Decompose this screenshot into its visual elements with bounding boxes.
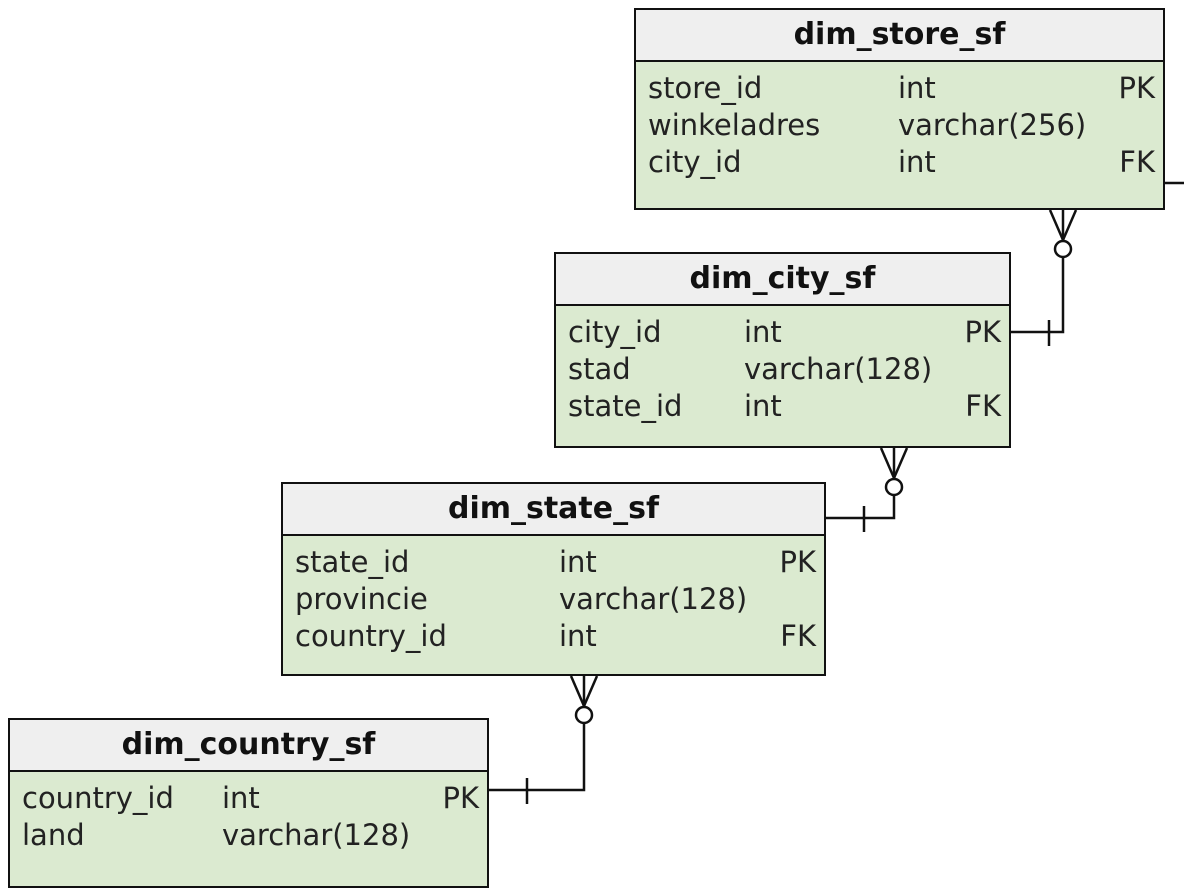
column-key: FK (965, 389, 1001, 423)
entity-title: dim_country_sf (10, 720, 487, 772)
column-type: int (744, 315, 782, 349)
column-type: int (898, 145, 936, 179)
column-name: land (22, 818, 85, 852)
entity-dim-city-sf: dim_city_sf city_id int PK stad varchar(… (554, 252, 1011, 448)
entity-dim-country-sf: dim_country_sf country_id int PK land va… (8, 718, 489, 888)
entity-columns: city_id int PK stad varchar(128) state_i… (556, 306, 1009, 425)
column-name: stad (568, 352, 631, 386)
entity-title: dim_store_sf (636, 10, 1163, 62)
column-key: PK (442, 781, 479, 815)
column-row: country_id int PK (10, 780, 487, 817)
entity-title: dim_state_sf (283, 484, 824, 536)
entity-dim-state-sf: dim_state_sf state_id int PK provincie v… (281, 482, 826, 676)
relationship-city-state (826, 447, 909, 532)
column-key: FK (780, 619, 816, 653)
entity-columns: country_id int PK land varchar(128) (10, 772, 487, 854)
column-key: FK (1119, 145, 1155, 179)
entity-columns: state_id int PK provincie varchar(128) c… (283, 536, 824, 655)
column-name: winkeladres (648, 108, 821, 142)
column-row: state_id int FK (556, 388, 1009, 425)
column-type: varchar(128) (222, 818, 411, 852)
relationship-state-country (489, 675, 599, 804)
column-name: country_id (295, 619, 447, 653)
column-type: int (744, 389, 782, 423)
column-key: PK (964, 315, 1001, 349)
column-row: city_id int FK (636, 144, 1163, 181)
column-name: city_id (568, 315, 662, 349)
column-row: store_id int PK (636, 70, 1163, 107)
column-name: country_id (22, 781, 174, 815)
column-row: country_id int FK (283, 618, 824, 655)
column-type: int (898, 71, 936, 105)
relationship-store-city (1011, 209, 1078, 346)
column-row: winkeladres varchar(256) (636, 107, 1163, 144)
column-type: int (559, 619, 597, 653)
column-type: int (222, 781, 260, 815)
column-type: varchar(128) (744, 352, 933, 386)
column-key: PK (1118, 71, 1155, 105)
column-name: state_id (568, 389, 683, 423)
column-type: varchar(128) (559, 582, 748, 616)
column-type: int (559, 545, 597, 579)
column-name: provincie (295, 582, 428, 616)
entity-dim-store-sf: dim_store_sf store_id int PK winkeladres… (634, 8, 1165, 210)
column-name: state_id (295, 545, 410, 579)
entity-title: dim_city_sf (556, 254, 1009, 306)
column-key: PK (779, 545, 816, 579)
column-type: varchar(256) (898, 108, 1087, 142)
column-name: store_id (648, 71, 763, 105)
entity-columns: store_id int PK winkeladres varchar(256)… (636, 62, 1163, 181)
column-row: stad varchar(128) (556, 351, 1009, 388)
column-row: city_id int PK (556, 314, 1009, 351)
column-row: provincie varchar(128) (283, 581, 824, 618)
column-name: city_id (648, 145, 742, 179)
column-row: state_id int PK (283, 544, 824, 581)
column-row: land varchar(128) (10, 817, 487, 854)
